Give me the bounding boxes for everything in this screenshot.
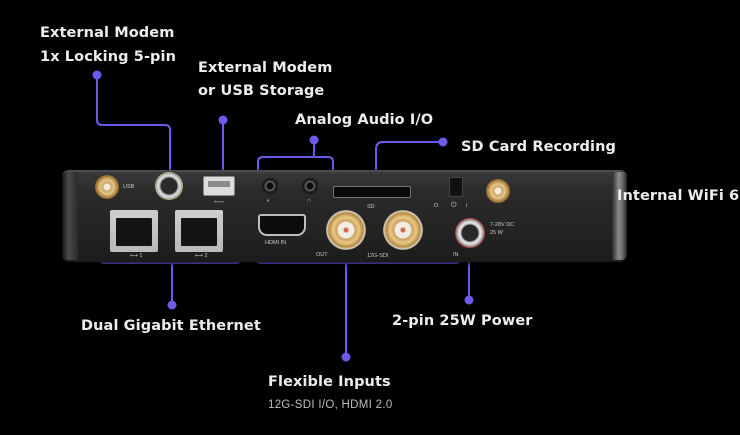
sdi-in-label: IN <box>453 252 459 258</box>
power-switch[interactable] <box>449 177 463 197</box>
hdmi-in-port <box>258 214 306 236</box>
lemo-2pin-power-connector <box>455 218 485 248</box>
callout-modem-usb-sub: or USB Storage <box>198 83 325 99</box>
callout-modem-lemo-sub: 1x Locking 5-pin <box>40 49 177 65</box>
line-sd-card <box>375 141 442 180</box>
sdi-out-label: OUT <box>316 252 328 258</box>
power-spec-voltage: 7-28V DC <box>490 222 515 228</box>
mic-icon: ◐ <box>267 198 271 204</box>
callout-modem-lemo-title: External Modem <box>40 25 175 41</box>
switch-off-label: O <box>434 203 439 209</box>
headphone-icon: ∩ <box>307 198 311 204</box>
usb-label: USB <box>123 184 135 190</box>
callout-analog-audio: Analog Audio I/O <box>295 112 434 128</box>
dot-power <box>464 295 474 305</box>
callout-sd-card: SD Card Recording <box>461 139 616 155</box>
sdi-out-bnc <box>326 210 366 250</box>
hdmi-in-label: HDMI IN <box>265 240 287 246</box>
ethernet-port-2 <box>175 210 223 252</box>
callout-modem-usb-title: External Modem <box>198 60 333 76</box>
dot-sd-card <box>438 137 448 147</box>
sma-antenna-connector-left <box>95 175 119 199</box>
dot-analog-audio <box>309 135 319 145</box>
dot-modem-usb <box>218 115 228 125</box>
ethernet-1-label: ⟷ 1 <box>130 253 143 259</box>
sd-card-slot <box>333 186 411 198</box>
dot-ethernet <box>167 300 177 310</box>
callout-inputs-sub: 12G-SDI I/O, HDMI 2.0 <box>268 399 393 411</box>
power-spec-watts: 25 W <box>490 230 503 236</box>
callout-wifi: Internal WiFi 6 <box>617 188 740 204</box>
switch-on-label: I <box>466 203 468 209</box>
mic-jack <box>262 178 278 194</box>
headphone-jack <box>302 178 318 194</box>
ethernet-2-label: ⟷ 2 <box>195 253 208 259</box>
sdi-label: 12G-SDI <box>367 253 389 259</box>
sdi-in-bnc <box>383 210 423 250</box>
line-modem-lemo <box>96 75 171 175</box>
dot-inputs <box>341 352 351 362</box>
usb-a-port <box>203 176 235 196</box>
sma-antenna-connector-wifi <box>486 179 510 203</box>
dot-modem-lemo <box>92 70 102 80</box>
callout-inputs-title: Flexible Inputs <box>268 374 391 390</box>
lemo-5pin-connector <box>155 172 183 200</box>
usb-icon: ⬳ <box>214 199 224 206</box>
power-icon: ⏻ <box>451 202 457 209</box>
line-analog-audio <box>257 140 334 172</box>
sd-label: SD <box>367 204 375 210</box>
device-left-cap <box>62 172 78 260</box>
callout-ethernet: Dual Gigabit Ethernet <box>81 318 261 334</box>
ethernet-port-1 <box>110 210 158 252</box>
device-right-cap <box>612 172 627 260</box>
callout-power: 2-pin 25W Power <box>392 313 533 329</box>
